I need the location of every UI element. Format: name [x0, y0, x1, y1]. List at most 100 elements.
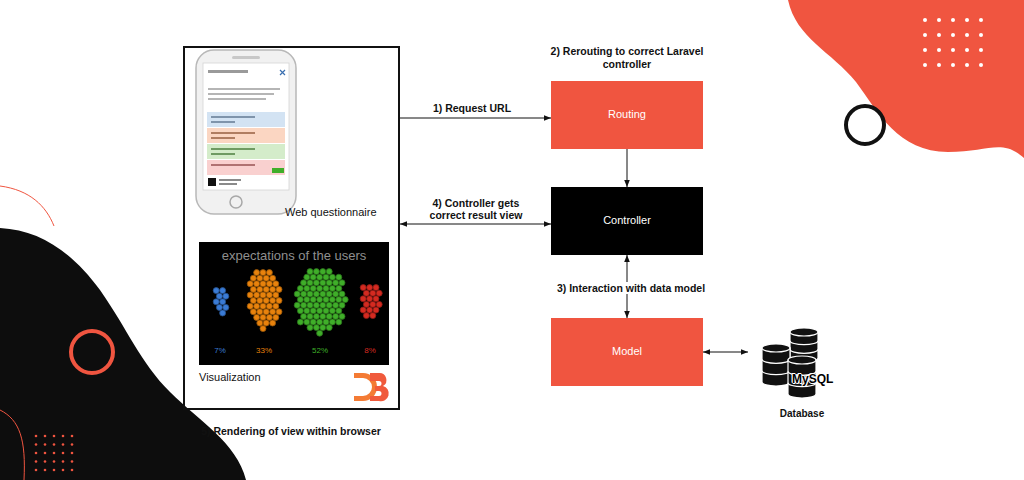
cluster-dot: [339, 291, 345, 297]
decor-dot: [35, 452, 38, 455]
cluster-dot: [370, 290, 376, 296]
cluster-dot: [273, 292, 279, 298]
cluster-dot: [263, 320, 269, 326]
cluster-dot: [263, 286, 269, 292]
cluster-dot: [260, 270, 266, 276]
cluster-dot: [317, 330, 323, 336]
cluster-dot: [310, 319, 316, 325]
database-cylinder: [762, 348, 790, 386]
cluster-dot: [326, 269, 332, 275]
cluster-dot: [263, 309, 269, 315]
flow-arrow: [627, 149, 628, 187]
decor-dot: [53, 435, 56, 438]
cluster-dot: [363, 290, 369, 296]
cluster-dot: [317, 319, 323, 325]
decor-dot: [62, 469, 65, 472]
decor-dot: [951, 63, 955, 67]
decor-dots: [923, 18, 983, 67]
cluster-dot: [307, 325, 313, 331]
cluster-dot: [370, 313, 376, 319]
cluster-dot: [307, 269, 313, 275]
flow-arrow: [400, 118, 551, 119]
cluster-dot: [270, 320, 276, 326]
cluster-dot: [329, 285, 335, 291]
phone-illustration: [208, 70, 248, 73]
cluster-dot: [247, 292, 253, 298]
cluster-dot: [317, 285, 323, 291]
phone-illustration: [219, 179, 241, 181]
cluster-dot: [329, 319, 335, 325]
cluster-dot: [276, 286, 282, 292]
decor-dot: [53, 460, 56, 463]
cluster-dot: [310, 297, 316, 303]
phone-illustration: [211, 137, 235, 139]
cluster-dot: [323, 274, 329, 280]
percent-value: 33%: [249, 346, 279, 356]
decor-dot: [923, 48, 927, 52]
phone-illustration: [207, 144, 285, 159]
database-icon: MySQLDatabase: [748, 322, 848, 402]
cluster-dot: [313, 269, 319, 275]
decor-dot: [951, 33, 955, 37]
cluster-dot: [257, 320, 263, 326]
cluster-dot: [276, 298, 282, 304]
cluster-dot: [310, 274, 316, 280]
database-cylinder: [762, 344, 790, 352]
cluster-blob: [360, 285, 382, 319]
decor-dot: [44, 469, 47, 472]
cluster-dot: [263, 275, 269, 281]
cluster-dot: [373, 307, 379, 313]
cluster-dot: [336, 319, 342, 325]
percent-value: 8%: [355, 346, 385, 356]
decor-dot: [937, 33, 941, 37]
cluster-dot: [360, 296, 366, 302]
frame-caption: Web questionnaire: [285, 206, 397, 219]
cluster-dot: [313, 313, 319, 319]
controller-box: Controller: [551, 187, 703, 255]
decor-dot: [923, 63, 927, 67]
cluster-dot: [313, 302, 319, 308]
box-title: Model: [551, 345, 703, 358]
cluster-dot: [216, 304, 222, 310]
chart-title: expectations of the users: [199, 248, 389, 264]
decor-dot: [937, 48, 941, 52]
cluster-dot: [270, 286, 276, 292]
box-title: Controller: [551, 214, 703, 227]
cluster-dot: [301, 280, 307, 286]
decor-dot: [62, 435, 65, 438]
database-symbol: [748, 322, 848, 402]
phone-illustration: [211, 132, 255, 134]
decor-dot: [53, 443, 56, 446]
phone-illustration: [272, 168, 284, 173]
cluster-dot: [297, 308, 303, 314]
phone-illustration: [207, 128, 285, 143]
cluster-dot: [263, 298, 269, 304]
cluster-dot: [273, 314, 279, 320]
decor-dot: [923, 33, 927, 37]
cluster-dot: [313, 291, 319, 297]
cluster-dot: [333, 280, 339, 286]
decor-dot: [951, 18, 955, 22]
cluster-dot: [304, 308, 310, 314]
cluster-dot: [223, 304, 229, 310]
cluster-dot: [323, 308, 329, 314]
browser-frame: Web questionnaireVisualizationexpectatio…: [183, 46, 400, 410]
decor-ring: [71, 331, 113, 373]
edge-label: 4) Controller gets correct result view: [417, 197, 535, 221]
cluster-dot: [260, 314, 266, 320]
cluster-dot: [301, 302, 307, 308]
phone-illustration: [208, 88, 280, 90]
cluster-dot: [270, 309, 276, 315]
cluster-dot: [213, 288, 219, 294]
cluster-dot: [297, 285, 303, 291]
cluster-dot: [363, 301, 369, 307]
model-box: Model: [551, 318, 703, 386]
cluster-dot: [336, 274, 342, 280]
phone-illustration: [203, 63, 289, 190]
cluster-dot: [326, 280, 332, 286]
cluster-dot: [320, 302, 326, 308]
decor-dot: [923, 18, 927, 22]
cluster-dot: [254, 314, 260, 320]
cluster-dot: [326, 325, 332, 331]
